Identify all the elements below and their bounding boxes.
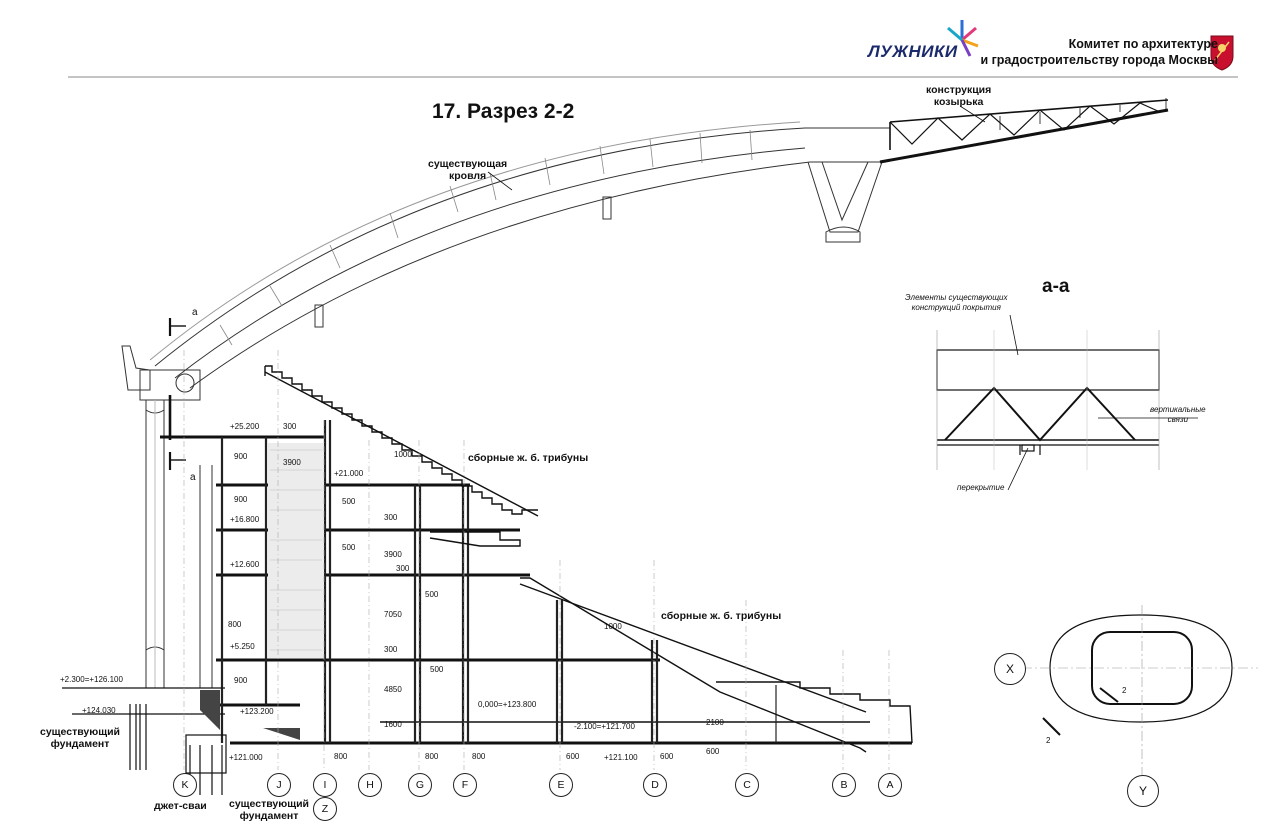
committee-line-2: и градостроительству города Москвы [980,53,1218,67]
label-vertical-bracing: вертикальные связи [1150,405,1206,424]
lower-stand [519,577,913,753]
label-existing-foundation-left: существующий фундамент [40,726,120,750]
dim-text: 800 [425,752,439,761]
dim-text: 500 [342,543,356,552]
dim-text: 800 [334,752,348,761]
dim-text: 800 [472,752,486,761]
label-stands-lower: сборные ж. б. трибуны [661,610,782,622]
dim-text: 300 [384,645,398,654]
dim-text: 1000 [604,622,622,631]
dim-text: 500 [430,665,444,674]
label-floor-slab: перекрытие [957,483,1005,492]
level-mark: +2.300=+126.100 [60,675,123,684]
label-jet-piles: джет-сваи [154,800,207,812]
dim-text: 3900 [283,458,301,467]
moscow-coat-of-arms-icon [1210,35,1234,71]
axis-bubble-b: B [832,773,856,797]
level-mark: +12.600 [230,560,260,569]
drawing-title: 17. Разрез 2-2 [432,100,575,123]
axis-bubble-k: K [173,773,197,797]
dim-text: 600 [706,747,720,756]
dim-text: 4850 [384,685,402,694]
plan-section-marker: 2 [1122,686,1127,695]
dim-text: 500 [342,497,356,506]
label-existing-foundation-bottom: существующий фундамент [229,798,309,822]
plan-axis-y: Y [1127,775,1159,807]
columns [220,420,777,743]
label-canopy-structure: конструкция козырька [926,84,992,108]
axis-bubble-f: F [453,773,477,797]
axis-bubble-h: H [358,773,382,797]
axis-bubble-c: C [735,773,759,797]
level-mark: +5.250 [230,642,255,651]
axis-bubble-z: Z [313,797,337,821]
axis-bubble-d: D [643,773,667,797]
axis-bubble-a: A [878,773,902,797]
plan-axis-x: X [994,653,1026,685]
leader-roof [487,171,513,191]
detail-title: а-а [1042,276,1070,297]
axis-bubble-g: G [408,773,432,797]
hatched-wall [268,443,324,658]
dim-text: 1600 [384,720,402,729]
dim-text: 600 [660,752,674,761]
level-mark: +124.030 [82,706,116,715]
ground-line [62,687,300,795]
section-marker-top: а [192,307,198,318]
dim-text: 900 [234,452,248,461]
dim-text: 300 [396,564,410,573]
axis-bubble-e: E [549,773,573,797]
axis-bubble-i: I [313,773,337,797]
level-mark: 0,000=+123.800 [478,700,537,709]
leader-canopy [959,105,986,123]
dim-text: 900 [234,495,248,504]
dim-text: 300 [283,422,297,431]
plan-section-marker-lower: 2 [1046,736,1051,745]
existing-roof [149,121,890,389]
facade-column [121,345,213,688]
label-stands-upper: сборные ж. б. трибуны [468,452,589,464]
dim-text: 1000 [394,450,412,459]
level-mark: +123.200 [240,707,274,716]
dim-text: 3900 [384,550,402,559]
dim-text: 300 [384,513,398,522]
canopy-truss [879,98,1169,164]
axis-bubble-j: J [267,773,291,797]
dim-text: 2100 [706,718,724,727]
level-mark: +121.100 [604,753,638,762]
dim-text: 900 [234,676,248,685]
upper-stand [264,365,539,547]
stadium-plan [1022,605,1258,775]
committee-line-1: Комитет по архитектуре [1068,37,1218,51]
level-mark: +16.800 [230,515,260,524]
label-existing-elements: Элементы существующих конструкций покрыт… [905,293,1008,312]
label-existing-roof: существующая кровля [428,158,508,182]
dim-text: 7050 [384,610,402,619]
level-mark: +121.000 [229,753,263,762]
level-mark: -2.100=+121.700 [574,722,635,731]
luzhniki-star-icon [947,20,979,57]
section-marker-bottom: а [190,472,196,483]
detail-a-a [936,314,1198,491]
dim-text: 500 [425,590,439,599]
level-mark: +25.200 [230,422,260,431]
committee-caption: Комитет по архитектуре и градостроительс… [980,36,1218,68]
section-marker-a [168,318,186,470]
luzhniki-logo: ЛУЖНИКИ [868,42,958,61]
dim-text: 800 [228,620,242,629]
level-mark: +21.000 [334,469,364,478]
axis-gridlines [183,350,890,770]
dim-text: 600 [566,752,580,761]
